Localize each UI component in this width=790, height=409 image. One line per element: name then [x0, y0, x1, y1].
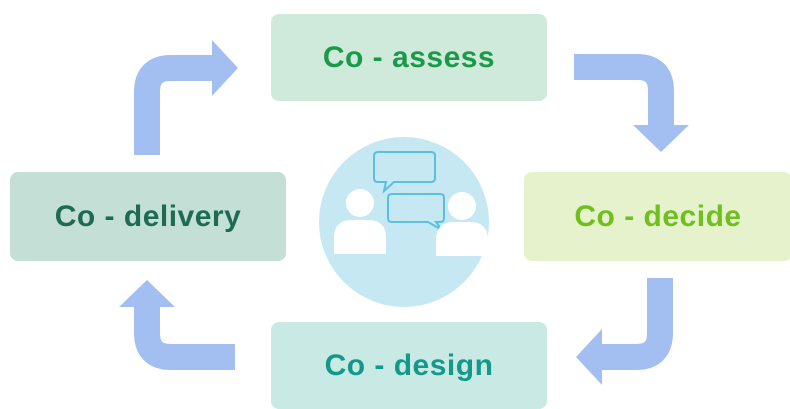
stage-co-decide: Co - decide	[524, 172, 790, 261]
stage-label: Co - design	[324, 348, 494, 382]
speech-bubbles-icon	[373, 151, 445, 231]
arrow-decide-to-design-icon	[576, 278, 673, 385]
stage-label: Co - assess	[322, 40, 496, 74]
stage-co-assess: Co - assess	[271, 14, 547, 101]
person-right-icon	[436, 192, 488, 256]
stage-co-delivery: Co - delivery	[10, 172, 286, 261]
stage-label: Co - decide	[574, 199, 742, 233]
stage-co-design: Co - design	[271, 322, 547, 409]
two-people-conversation-icon	[319, 137, 489, 307]
arrow-delivery-to-assess-icon	[134, 40, 238, 155]
stage-label: Co - delivery	[54, 199, 242, 233]
person-left-icon	[334, 189, 386, 254]
arrow-design-to-delivery-icon	[119, 280, 235, 370]
arrow-assess-to-decide-icon	[574, 54, 689, 152]
